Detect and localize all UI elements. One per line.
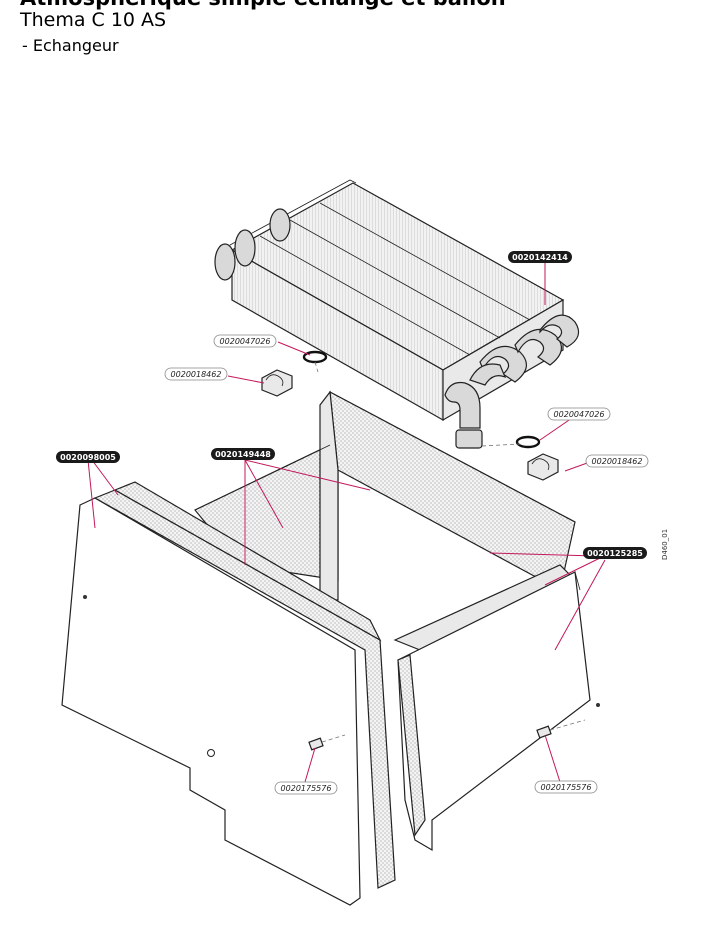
right-side-panel — [397, 571, 600, 852]
part-label[interactable]: 0020018462 — [164, 367, 228, 381]
left-side-panel — [61, 481, 396, 906]
drawing-code: D460_01 — [661, 529, 669, 560]
part-label[interactable]: 0020175576 — [534, 780, 598, 794]
part-label[interactable]: 0020125285 — [583, 547, 647, 559]
part-label[interactable]: 0020142414 — [508, 251, 572, 263]
part-number: 0020018462 — [592, 457, 643, 466]
part-number: 0020018462 — [171, 370, 222, 379]
section-label: - Echangeur — [22, 36, 119, 55]
part-number: 0020047026 — [554, 410, 605, 419]
part-number: 0020175576 — [541, 783, 592, 792]
part-label[interactable]: 0020175576 — [274, 781, 338, 795]
part-number: 0020047026 — [220, 337, 271, 346]
model-subtitle: Thema C 10 AS — [20, 9, 167, 31]
part-number: 0020149448 — [215, 450, 271, 459]
screw-left — [308, 734, 346, 751]
part-number: 0020098005 — [60, 453, 116, 462]
clip-bottom — [527, 453, 559, 481]
part-label[interactable]: 0020149448 — [211, 448, 275, 460]
part-number: 0020175576 — [281, 784, 332, 793]
part-number: 0020125285 — [587, 549, 643, 558]
part-number: 0020142414 — [512, 253, 568, 262]
part-label[interactable]: 0020098005 — [56, 451, 120, 463]
page-title-truncated: Atmosphérique simple échange et ballon — [20, 0, 506, 10]
leader-lines — [87, 262, 606, 783]
part-label[interactable]: 0020018462 — [585, 454, 649, 468]
part-label[interactable]: 0020047026 — [547, 407, 611, 421]
part-label[interactable]: 0020047026 — [213, 334, 277, 348]
combustion-chamber — [194, 390, 577, 651]
o-ring-bottom — [515, 435, 541, 449]
heat-exchanger — [214, 179, 580, 449]
clip-top — [261, 369, 293, 397]
